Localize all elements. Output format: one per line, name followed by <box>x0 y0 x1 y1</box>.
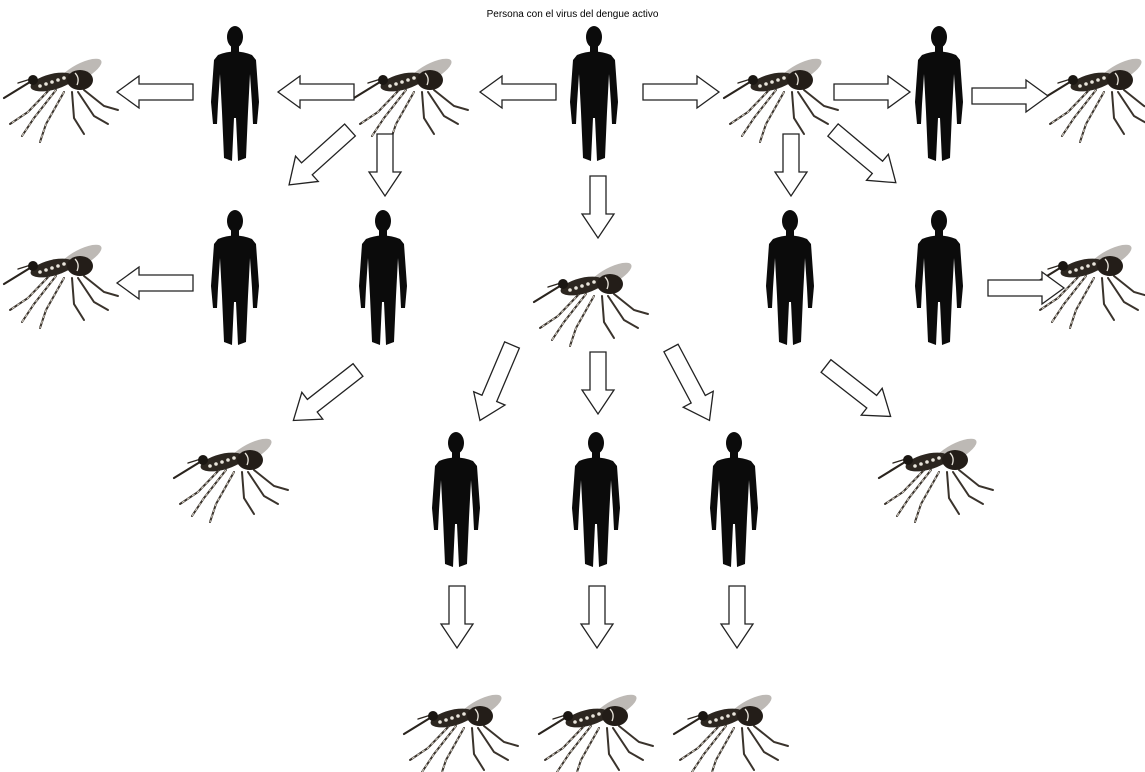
arrow-icon <box>643 76 719 108</box>
mosquito-icon <box>724 54 838 142</box>
person-icon <box>211 210 259 345</box>
mosquito-icon <box>879 434 993 522</box>
mosquito-icon <box>1044 54 1145 142</box>
arrow-icon <box>117 76 193 108</box>
arrow-icon <box>988 272 1064 304</box>
arrow-icon <box>582 352 614 414</box>
mosquito-icon <box>539 690 653 772</box>
arrow-icon <box>278 117 362 197</box>
arrow-icon <box>369 134 401 196</box>
person-icon <box>359 210 407 345</box>
arrow-icon <box>721 586 753 648</box>
arrow-icon <box>656 340 725 428</box>
person-icon <box>211 26 259 161</box>
arrow-icon <box>581 586 613 648</box>
mosquito-icon <box>534 258 648 346</box>
arrow-icon <box>278 76 354 108</box>
arrow-icon <box>834 76 910 108</box>
mosquito-icon <box>354 54 468 142</box>
arrow-icon <box>822 117 907 196</box>
person-icon <box>432 432 480 567</box>
mosquito-icon <box>4 240 118 328</box>
mosquito-icon <box>674 690 788 772</box>
person-icon <box>915 210 963 345</box>
mosquito-icon <box>4 54 118 142</box>
arrow-icon <box>441 586 473 648</box>
person-icon-source <box>570 26 618 161</box>
arrow-icon <box>582 176 614 238</box>
arrow-icon <box>117 267 193 299</box>
person-icon <box>572 432 620 567</box>
person-icon <box>915 26 963 161</box>
arrow-icon <box>283 357 369 434</box>
arrow-icon <box>775 134 807 196</box>
mosquito-icon <box>404 690 518 772</box>
arrow-icon <box>816 353 902 430</box>
person-icon <box>766 210 814 345</box>
arrow-icon <box>464 338 527 427</box>
arrow-icon <box>480 76 556 108</box>
arrow-icon <box>972 80 1048 112</box>
mosquito-icon <box>174 434 288 522</box>
person-icon <box>710 432 758 567</box>
